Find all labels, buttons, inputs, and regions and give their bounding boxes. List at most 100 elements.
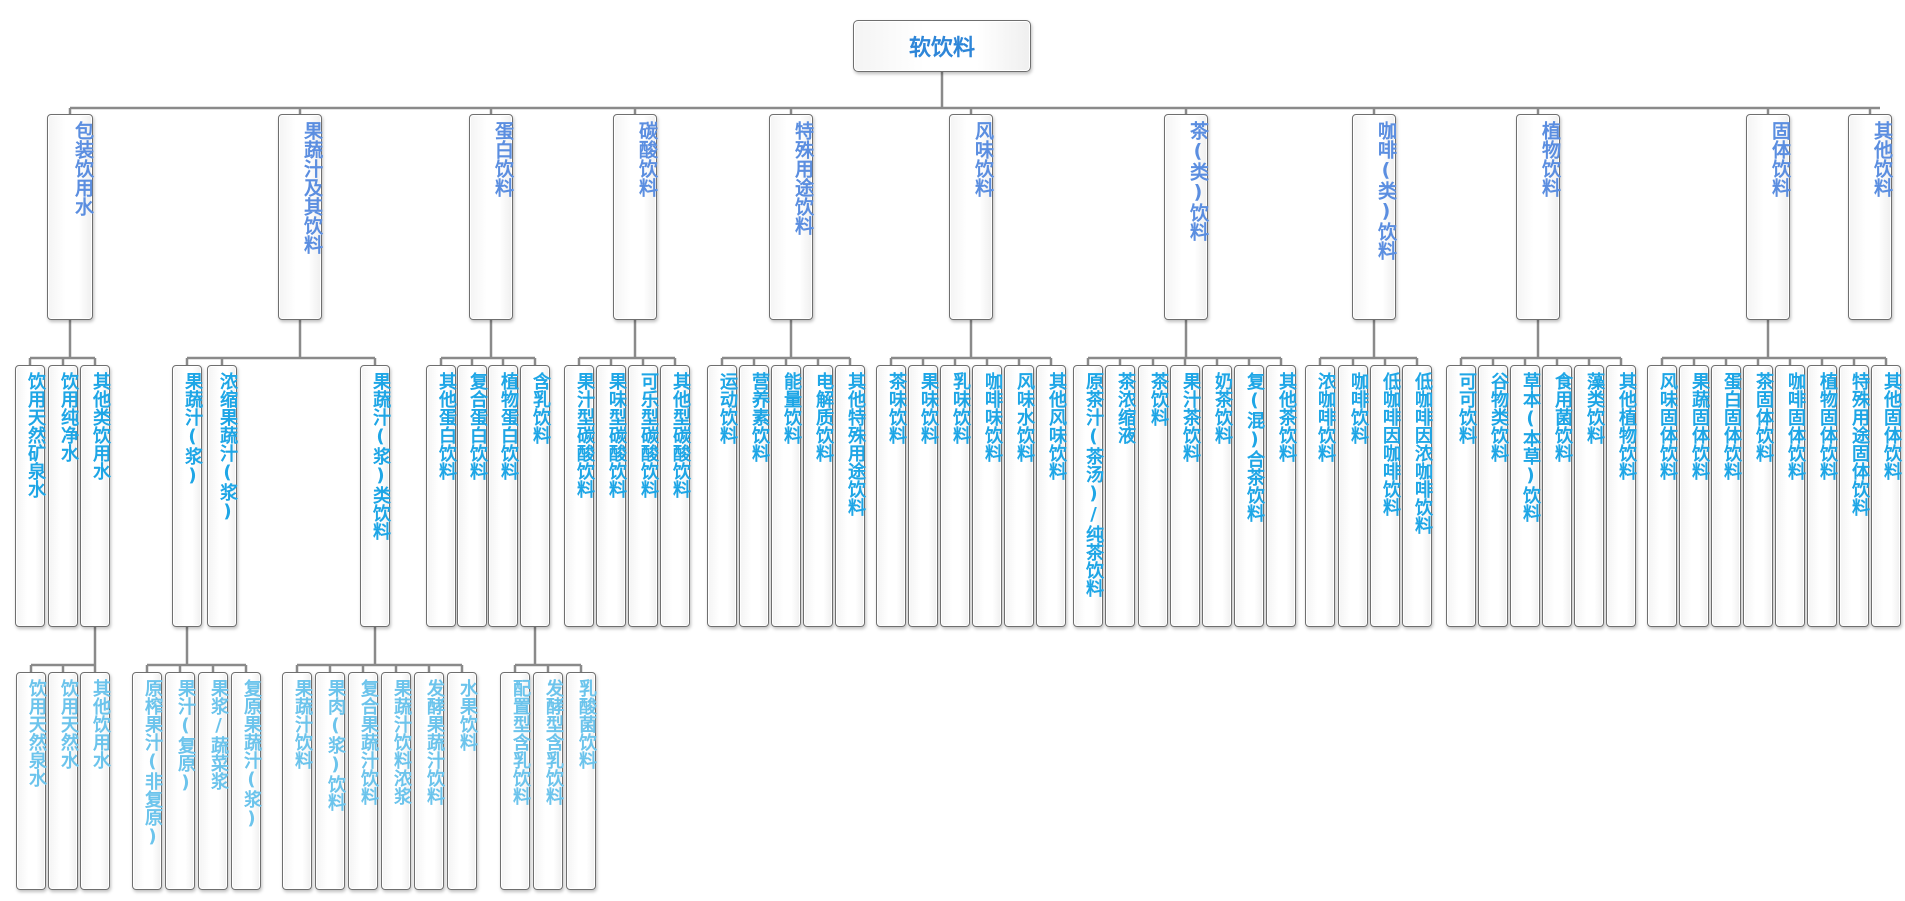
subcategory-node: 其他型碳酸饮料 <box>660 365 691 627</box>
subcategory-node-label: 其他蛋白饮料 <box>436 372 457 480</box>
subcategory-node-label: 藻类饮料 <box>1584 372 1605 444</box>
subcategory-node: 营养素饮料 <box>739 365 770 627</box>
subcategory-node-label: 茶饮料 <box>1148 372 1169 426</box>
subcategory-node: 食用菌饮料 <box>1542 365 1573 627</box>
subcategory-node-label: 果蔬固体饮料 <box>1689 372 1710 480</box>
subcategory-node: 茶饮料 <box>1138 365 1169 627</box>
subcategory-node-label: 其他固体饮料 <box>1881 372 1902 480</box>
leaf-node: 饮用天然泉水 <box>16 672 47 890</box>
subcategory-node-label: 茶固体饮料 <box>1753 372 1774 462</box>
subcategory-node: 植物固体饮料 <box>1807 365 1838 627</box>
subcategory-node-label: 营养素饮料 <box>749 372 770 462</box>
subcategory-node-label: 谷物类饮料 <box>1488 372 1509 462</box>
subcategory-node: 含乳饮料 <box>520 365 551 627</box>
subcategory-node-label: 其他植物饮料 <box>1616 372 1637 480</box>
leaf-node-label: 饮用天然泉水 <box>26 679 47 787</box>
leaf-node-label: 果汁(复原) <box>175 679 196 793</box>
subcategory-node-label: 果汁茶饮料 <box>1180 372 1201 462</box>
subcategory-node: 藻类饮料 <box>1574 365 1605 627</box>
leaf-node-label: 发酵果蔬汁饮料 <box>424 679 445 805</box>
subcategory-node: 复合蛋白饮料 <box>457 365 488 627</box>
root-node: 软饮料 <box>853 20 1031 72</box>
subcategory-node-label: 浓缩果蔬汁(浆) <box>217 372 238 522</box>
subcategory-node-label: 可可饮料 <box>1456 372 1477 444</box>
subcategory-node-label: 饮用天然矿泉水 <box>25 372 46 498</box>
subcategory-node-label: 植物固体饮料 <box>1817 372 1838 480</box>
leaf-node: 乳酸菌饮料 <box>566 672 597 890</box>
category-node: 包装饮用水 <box>47 114 94 320</box>
category-node: 固体饮料 <box>1746 114 1791 320</box>
subcategory-node-label: 可乐型碳酸饮料 <box>638 372 659 498</box>
subcategory-node: 可乐型碳酸饮料 <box>628 365 659 627</box>
subcategory-node: 其他风味饮料 <box>1036 365 1067 627</box>
root-label: 软饮料 <box>908 36 975 61</box>
subcategory-node-label: 咖啡味饮料 <box>982 372 1003 462</box>
subcategory-node: 果汁茶饮料 <box>1170 365 1201 627</box>
subcategory-node-label: 原茶汁(茶汤)/纯茶饮料 <box>1083 372 1104 597</box>
subcategory-node: 低咖啡因咖啡饮料 <box>1370 365 1401 627</box>
leaf-node: 饮用天然水 <box>48 672 79 890</box>
leaf-node-label: 发酵型含乳饮料 <box>543 679 564 805</box>
category-node: 茶(类)饮料 <box>1164 114 1209 320</box>
subcategory-node: 茶浓缩液 <box>1105 365 1136 627</box>
leaf-node: 其他饮用水 <box>80 672 111 890</box>
subcategory-node: 饮用纯净水 <box>48 365 79 627</box>
subcategory-node: 植物蛋白饮料 <box>488 365 519 627</box>
subcategory-node: 其他蛋白饮料 <box>426 365 457 627</box>
subcategory-node-label: 草本(本草)饮料 <box>1520 372 1541 522</box>
category-node-label: 咖啡(类)饮料 <box>1375 121 1397 260</box>
subcategory-node: 果蔬固体饮料 <box>1679 365 1710 627</box>
subcategory-node-label: 特殊用途固体饮料 <box>1849 372 1870 516</box>
subcategory-node: 能量饮料 <box>771 365 802 627</box>
leaf-node-label: 乳酸菌饮料 <box>576 679 597 769</box>
leaf-node-label: 饮用天然水 <box>58 679 79 769</box>
leaf-node: 发酵型含乳饮料 <box>533 672 564 890</box>
subcategory-node: 果蔬汁(浆) <box>172 365 203 627</box>
subcategory-node: 低咖啡因浓咖啡饮料 <box>1402 365 1433 627</box>
subcategory-node: 草本(本草)饮料 <box>1510 365 1541 627</box>
subcategory-node: 可可饮料 <box>1446 365 1477 627</box>
leaf-node-label: 复合果蔬汁饮料 <box>358 679 379 805</box>
category-node-label: 茶(类)饮料 <box>1187 121 1209 241</box>
subcategory-node: 原茶汁(茶汤)/纯茶饮料 <box>1073 365 1104 627</box>
subcategory-node-label: 运动饮料 <box>717 372 738 444</box>
leaf-node-label: 果浆/蔬菜浆 <box>208 679 229 790</box>
subcategory-node-label: 果蔬汁(浆) <box>182 372 203 486</box>
subcategory-node-label: 低咖啡因浓咖啡饮料 <box>1412 372 1433 534</box>
subcategory-node: 茶味饮料 <box>876 365 907 627</box>
leaf-node-label: 水果饮料 <box>457 679 478 751</box>
category-node-label: 植物饮料 <box>1539 121 1561 197</box>
category-node: 果蔬汁及其饮料 <box>278 114 323 320</box>
subcategory-node: 浓缩果蔬汁(浆) <box>207 365 238 627</box>
leaf-node: 配置型含乳饮料 <box>500 672 531 890</box>
subcategory-node-label: 含乳饮料 <box>530 372 551 444</box>
subcategory-node-label: 蛋白固体饮料 <box>1721 372 1742 480</box>
subcategory-node-label: 咖啡固体饮料 <box>1785 372 1806 480</box>
subcategory-node-label: 能量饮料 <box>781 372 802 444</box>
subcategory-node: 风味水饮料 <box>1004 365 1035 627</box>
category-node: 风味饮料 <box>949 114 994 320</box>
subcategory-node: 运动饮料 <box>707 365 738 627</box>
subcategory-node: 咖啡固体饮料 <box>1775 365 1806 627</box>
subcategory-node: 果味型碳酸饮料 <box>596 365 627 627</box>
leaf-node: 果肉(浆)饮料 <box>315 672 346 890</box>
leaf-node-label: 果蔬汁饮料 <box>292 679 313 769</box>
subcategory-node-label: 风味水饮料 <box>1014 372 1035 462</box>
category-node-label: 蛋白饮料 <box>492 121 514 197</box>
leaf-node: 水果饮料 <box>447 672 478 890</box>
subcategory-node: 奶茶饮料 <box>1202 365 1233 627</box>
category-node: 蛋白饮料 <box>469 114 514 320</box>
subcategory-node-label: 饮用纯净水 <box>58 372 79 462</box>
subcategory-node: 乳味饮料 <box>940 365 971 627</box>
category-node: 特殊用途饮料 <box>769 114 814 320</box>
subcategory-node-label: 风味固体饮料 <box>1657 372 1678 480</box>
leaf-node-label: 果肉(浆)饮料 <box>325 679 346 811</box>
leaf-node: 果蔬汁饮料 <box>282 672 313 890</box>
subcategory-node-label: 电解质饮料 <box>813 372 834 462</box>
subcategory-node: 其他类饮用水 <box>80 365 111 627</box>
subcategory-node: 果味饮料 <box>908 365 939 627</box>
subcategory-node: 果蔬汁(浆)类饮料 <box>360 365 391 627</box>
subcategory-node-label: 复合蛋白饮料 <box>467 372 488 480</box>
